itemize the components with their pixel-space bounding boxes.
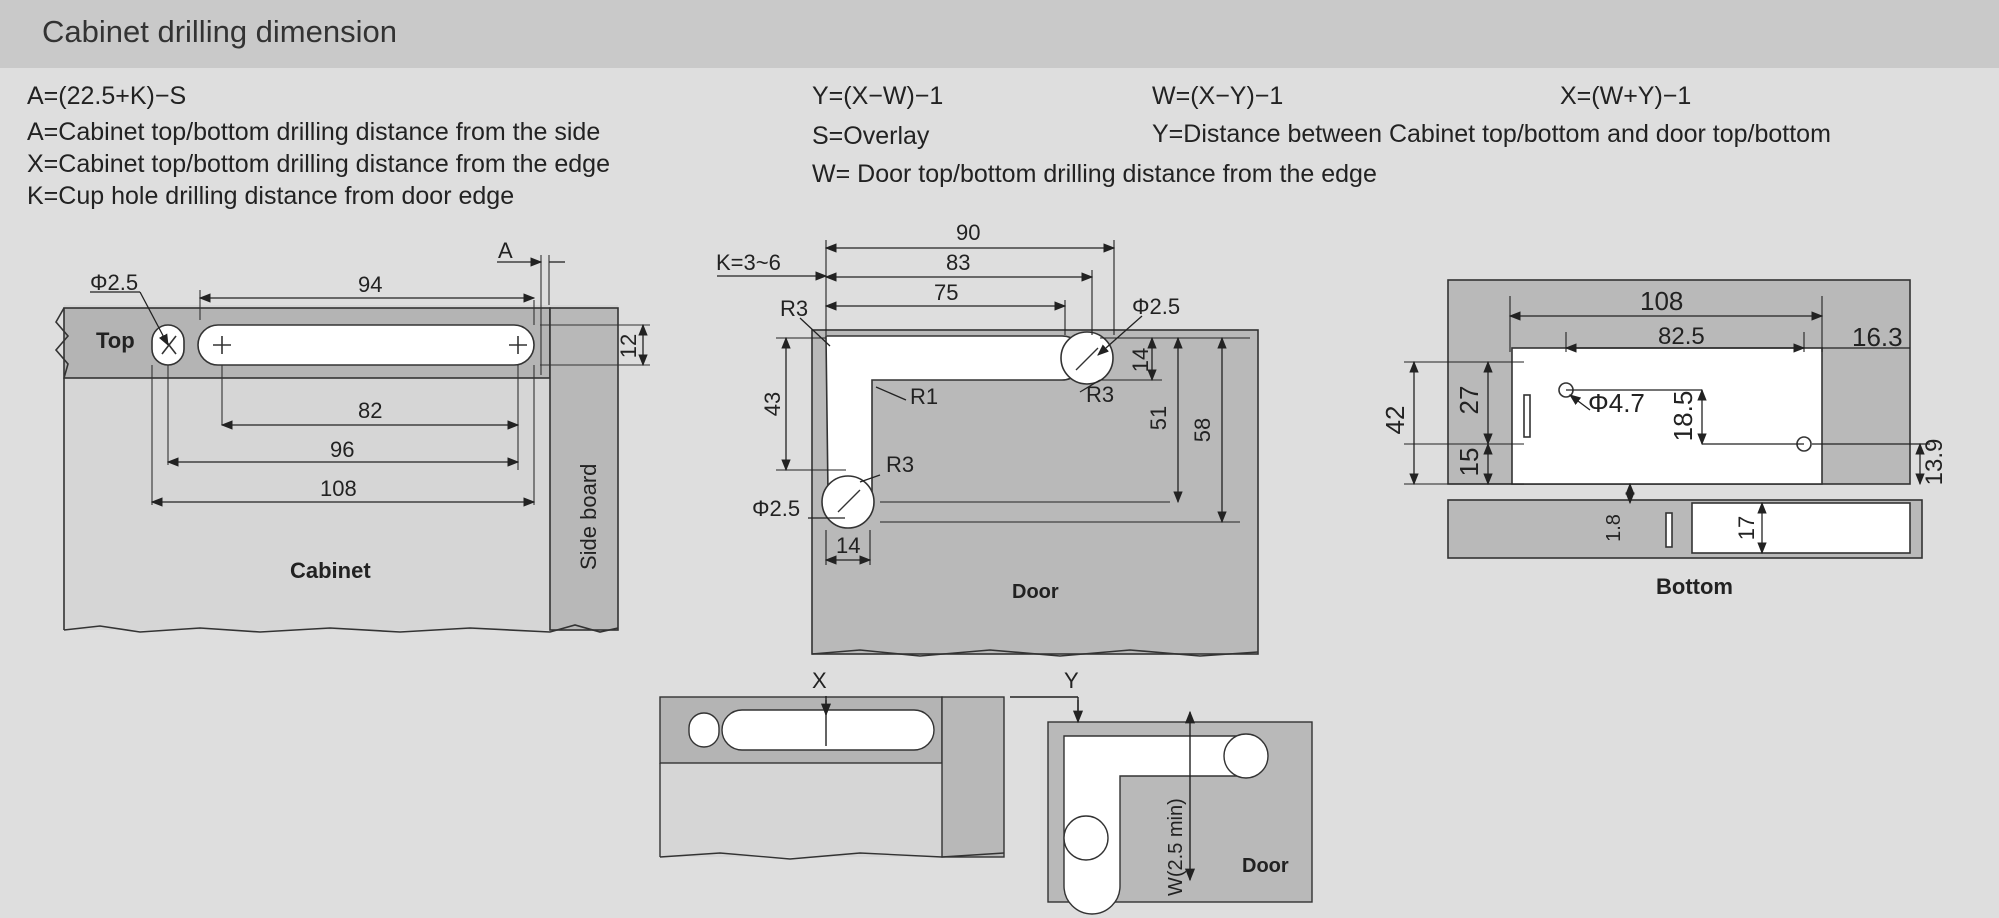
r3-top-label: R3 xyxy=(780,296,808,321)
bottom-drawing xyxy=(1447,279,1923,559)
bottom-label: Bottom xyxy=(1656,574,1733,599)
dim-15: 15 xyxy=(1454,448,1484,477)
dim-90: 90 xyxy=(956,220,980,245)
formula-a: A=(22.5+K)−S xyxy=(27,82,187,110)
bottom-dimension-lines xyxy=(1404,296,1930,555)
formula-x: X=(W+Y)−1 xyxy=(1560,82,1692,110)
dim-12: 12 xyxy=(616,334,641,358)
cabinet-dimension-lines xyxy=(90,257,648,507)
cabinet-label: Cabinet xyxy=(290,558,371,583)
dim-83: 83 xyxy=(946,250,970,275)
detail-door-label: Door xyxy=(1242,855,1289,877)
w-min-label: W(2.5 min) xyxy=(1165,798,1187,896)
top-label: Top xyxy=(96,328,135,353)
r3-bottom-label: R3 xyxy=(886,452,914,477)
definition-a: A=Cabinet top/bottom drilling distance f… xyxy=(27,118,601,146)
a-label: A xyxy=(498,238,513,263)
cabinet-labels: Φ2.5 A Top 94 12 82 96 108 Cabinet Side … xyxy=(90,238,641,583)
k-label: K=3~6 xyxy=(716,250,781,275)
detail-labels: X Y W(2.5 min) Door xyxy=(812,668,1289,896)
formula-w: W=(X−Y)−1 xyxy=(1152,82,1284,110)
y-label: Y xyxy=(1064,668,1079,693)
definition-x: X=Cabinet top/bottom drilling distance f… xyxy=(27,150,610,178)
door-labels: K=3~6 90 83 75 R3 Φ2.5 14 R1 R3 43 51 58… xyxy=(716,220,1215,603)
dim-94: 94 xyxy=(358,272,382,297)
x-label: X xyxy=(812,668,827,693)
cabinet-drawing xyxy=(54,255,650,633)
r1-label: R1 xyxy=(910,384,938,409)
dim-1-8: 1.8 xyxy=(1603,514,1625,542)
dim-42: 42 xyxy=(1380,406,1410,435)
dim-58: 58 xyxy=(1190,418,1215,442)
x-detail-drawing xyxy=(659,696,1005,860)
dim-14-vertical: 14 xyxy=(1128,348,1153,372)
dim-27: 27 xyxy=(1454,386,1484,415)
bottom-labels: 108 82.5 16.3 Φ4.7 42 27 15 18.5 13.9 1.… xyxy=(1380,286,1948,599)
w-detail-drawing xyxy=(1010,696,1313,915)
dim-13-9: 13.9 xyxy=(1921,439,1948,486)
dim-43: 43 xyxy=(760,392,785,416)
dim-17: 17 xyxy=(1734,516,1759,540)
dim-14-horizontal: 14 xyxy=(836,533,860,558)
phi-bottom-label: Φ2.5 xyxy=(752,496,800,521)
dim-51: 51 xyxy=(1146,406,1171,430)
cabinet-phi-label: Φ2.5 xyxy=(90,270,138,295)
r3-right-label: R3 xyxy=(1086,382,1114,407)
definition-w: W= Door top/bottom drilling distance fro… xyxy=(812,160,1377,188)
header-bar: Cabinet drilling dimension xyxy=(0,0,1999,68)
phi-4-7-label: Φ4.7 xyxy=(1588,388,1645,418)
side-board-label: Side board xyxy=(576,464,601,570)
dim-82-5: 82.5 xyxy=(1658,323,1705,350)
dim-82: 82 xyxy=(358,398,382,423)
door-drawing xyxy=(811,329,1259,657)
door-dimension-lines xyxy=(717,240,1250,565)
formula-y: Y=(X−W)−1 xyxy=(812,82,944,110)
dim-108-bottom: 108 xyxy=(1640,286,1683,316)
dim-96: 96 xyxy=(330,437,354,462)
dim-16-3: 16.3 xyxy=(1852,322,1903,352)
dim-75: 75 xyxy=(934,280,958,305)
dim-18-5: 18.5 xyxy=(1668,391,1698,442)
dim-108: 108 xyxy=(320,476,357,501)
phi-top-label: Φ2.5 xyxy=(1132,294,1180,319)
door-label: Door xyxy=(1012,581,1059,603)
definition-k: K=Cup hole drilling distance from door e… xyxy=(27,182,515,210)
definition-y: Y=Distance between Cabinet top/bottom an… xyxy=(1152,120,1831,148)
definition-s: S=Overlay xyxy=(812,122,930,150)
page-title: Cabinet drilling dimension xyxy=(42,14,397,49)
